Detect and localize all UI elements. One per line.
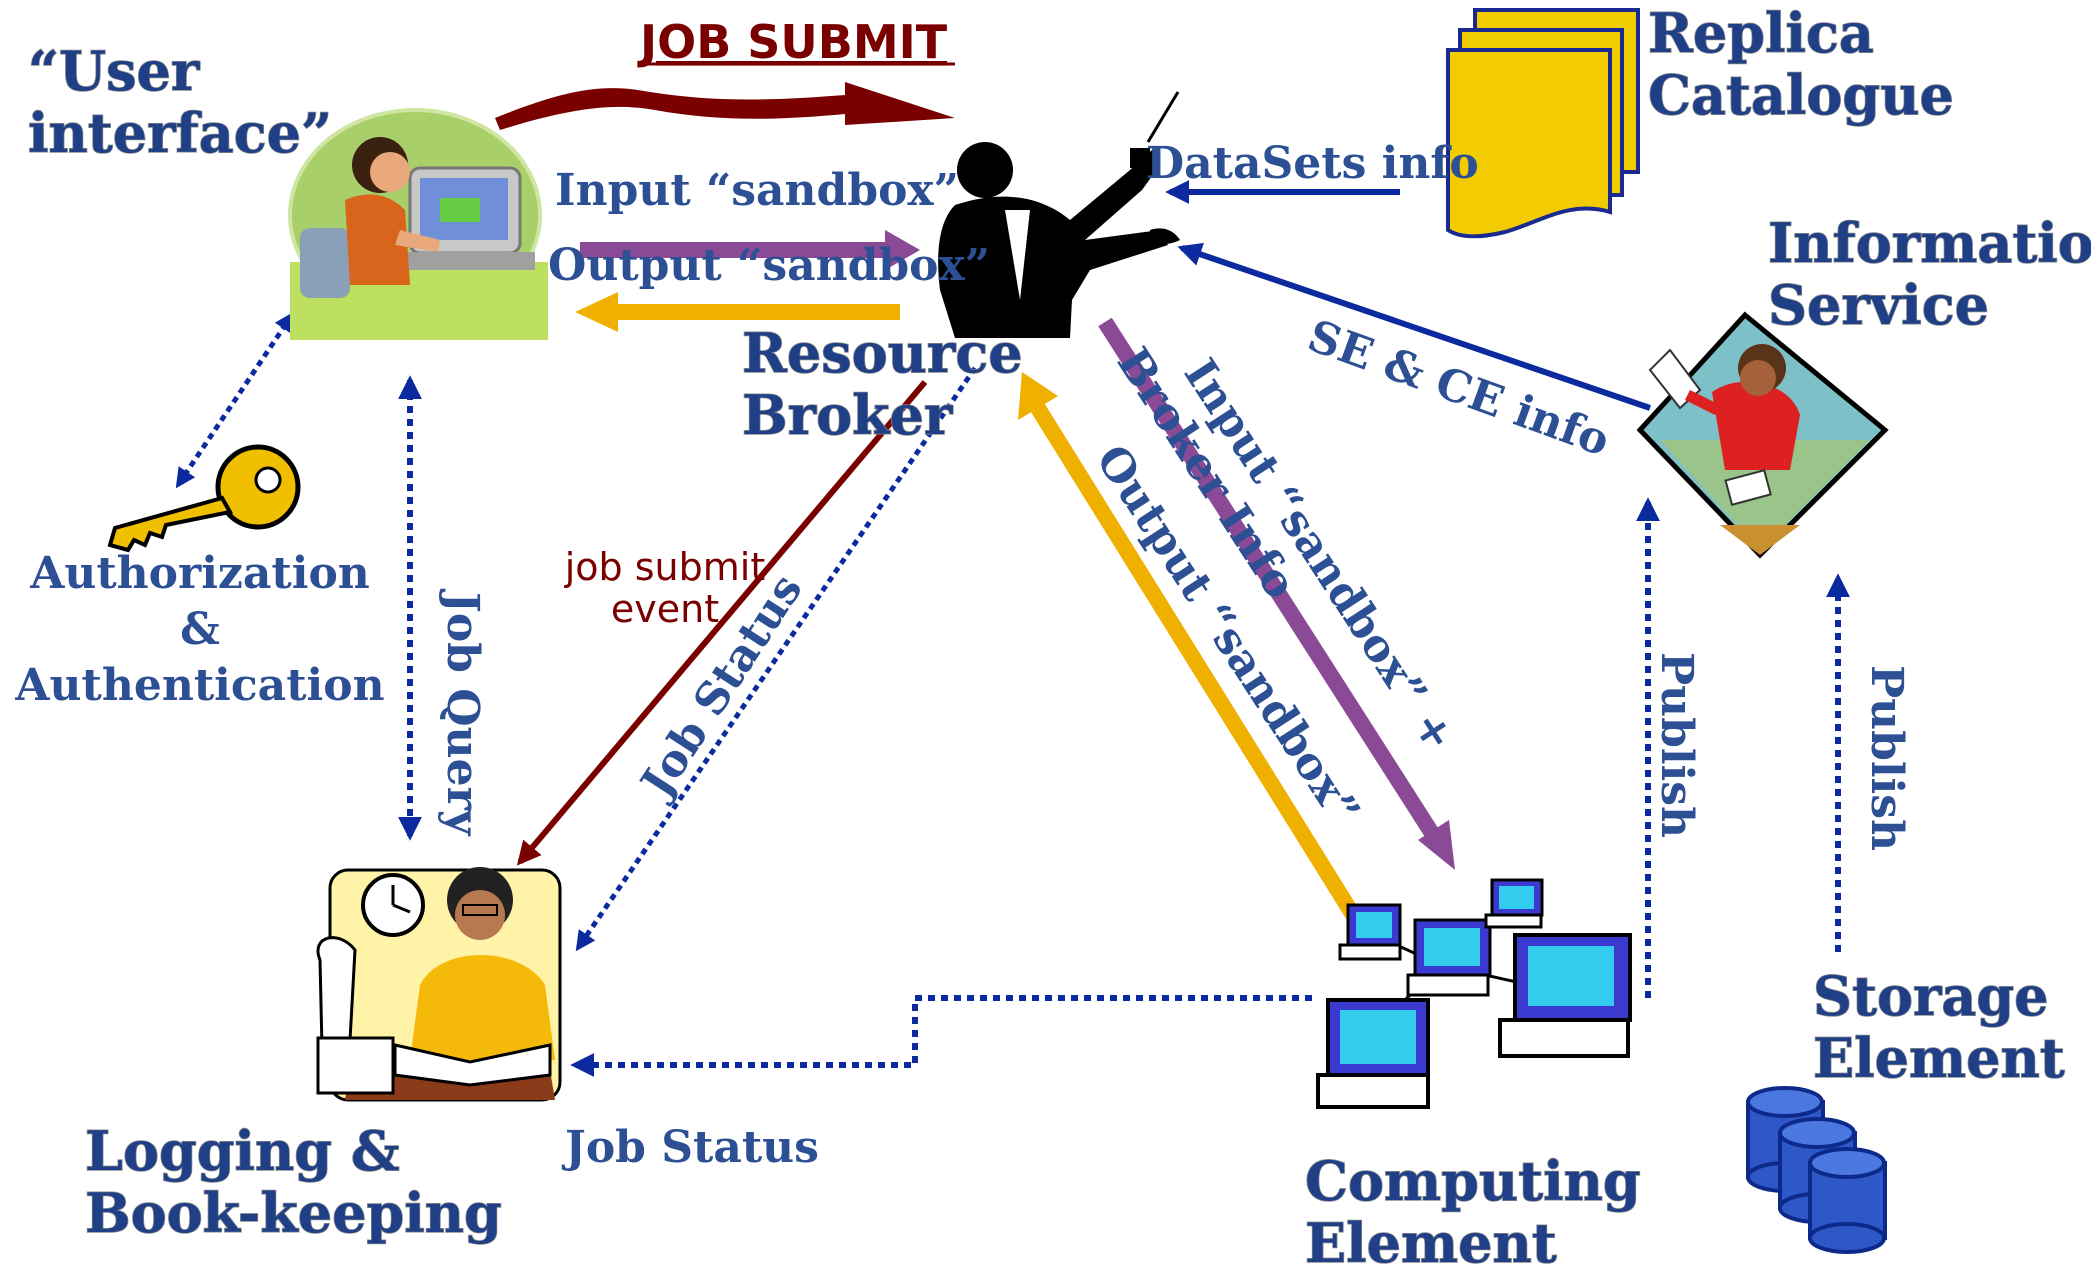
job-status-dotted-arrow xyxy=(575,366,978,952)
computer-icon xyxy=(1338,903,1402,961)
job-status-bottom-label: Job Status xyxy=(561,1122,819,1173)
se-ce-info-label: SE & CE info xyxy=(1301,310,1616,466)
user-at-computer-icon xyxy=(288,108,548,340)
information-service-icon xyxy=(1636,311,1889,559)
computer-icon xyxy=(1316,998,1430,1109)
computer-icon xyxy=(1484,878,1544,929)
datasets-info-label: DataSets info xyxy=(1146,138,1479,189)
key-icon xyxy=(107,444,301,553)
authorization-label: Authorization&Authentication xyxy=(14,548,384,711)
computing-element-icon xyxy=(1316,878,1632,1109)
auth-dotted-arrow xyxy=(175,311,295,489)
computer-icon xyxy=(1498,933,1632,1058)
storage-element-icon xyxy=(1746,1086,1887,1254)
se-ce-info-arrow xyxy=(1177,242,1651,411)
logging-bookkeeping-label: Logging &Book-keeping xyxy=(85,1119,502,1245)
job-submit-title: JOB SUBMIT xyxy=(637,15,948,69)
output-sandbox-label: Output “sandbox” xyxy=(548,240,990,291)
output-sandbox-arrow xyxy=(575,292,900,332)
job-submit-arrow xyxy=(495,82,955,130)
publish-ce-label: Publish xyxy=(1651,652,1702,838)
replica-catalogue-icon xyxy=(1446,8,1640,239)
information-service-label: InformationService xyxy=(1768,211,2091,337)
logging-bookkeeping-icon xyxy=(316,867,562,1102)
computer-icon xyxy=(1406,918,1492,997)
database-cylinder-icon xyxy=(1808,1147,1887,1254)
input-sandbox-arrow xyxy=(580,230,920,270)
job-status-ce-arrow xyxy=(570,995,1312,1077)
conductor-icon xyxy=(938,91,1180,338)
output-sandbox-ce-arrow xyxy=(1018,372,1362,923)
job-query-label: Job Query xyxy=(437,588,488,837)
job-submit-event-arrow xyxy=(516,380,928,866)
publish-se-label: Publish xyxy=(1861,665,1912,851)
input-sandbox-label: Input “sandbox” xyxy=(555,165,959,216)
input-sandbox-broker-arrow xyxy=(1098,317,1455,870)
